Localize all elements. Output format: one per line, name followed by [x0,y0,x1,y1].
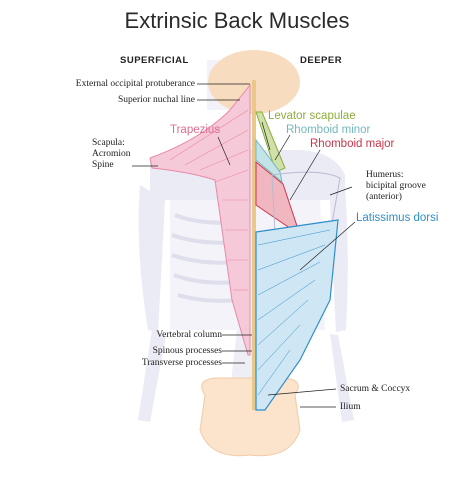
deeper-header: DEEPER [300,55,343,66]
label-scapula: Scapula: [92,138,125,148]
label-rhomboid-major: Rhomboid major [310,138,395,150]
label-spinous-processes: Spinous processes [152,346,222,356]
label-vertebral-column: Vertebral column [156,330,222,340]
label-sacrum-coccyx: Sacrum & Coccyx [340,384,411,394]
rhomboid-minor-muscle [255,138,283,184]
superficial-header: SUPERFICIAL [120,55,189,66]
leader-lines [132,83,356,408]
label-humerus: Humerus: [366,170,404,180]
latissimus-dorsi-muscle [255,219,339,411]
label-bicipital-groove: bicipital groove [366,181,426,191]
label-levator-scapulae: Levator scapulae [268,110,356,122]
page-title: Extrinsic Back Muscles [124,8,350,33]
label-external-occipital: External occipital protuberance [75,79,195,89]
latissimus-fibers [257,229,331,396]
label-rhomboid-minor: Rhomboid minor [286,124,371,136]
label-trapezius: Trapezius [170,124,221,136]
label-ilium: Ilium [340,402,361,412]
label-acromion: Acromion [92,149,131,159]
pelvis-bone [199,377,301,457]
trapezius-fibers [169,109,249,291]
label-spine: Spine [92,160,114,170]
label-transverse-processes: Transverse processes [141,358,222,368]
vertebral-column-line [252,80,256,410]
label-latissimus-dorsi: Latissimus dorsi [356,212,439,224]
label-superior-nuchal: Superior nuchal line [117,95,195,105]
label-anterior: (anterior) [366,192,402,202]
